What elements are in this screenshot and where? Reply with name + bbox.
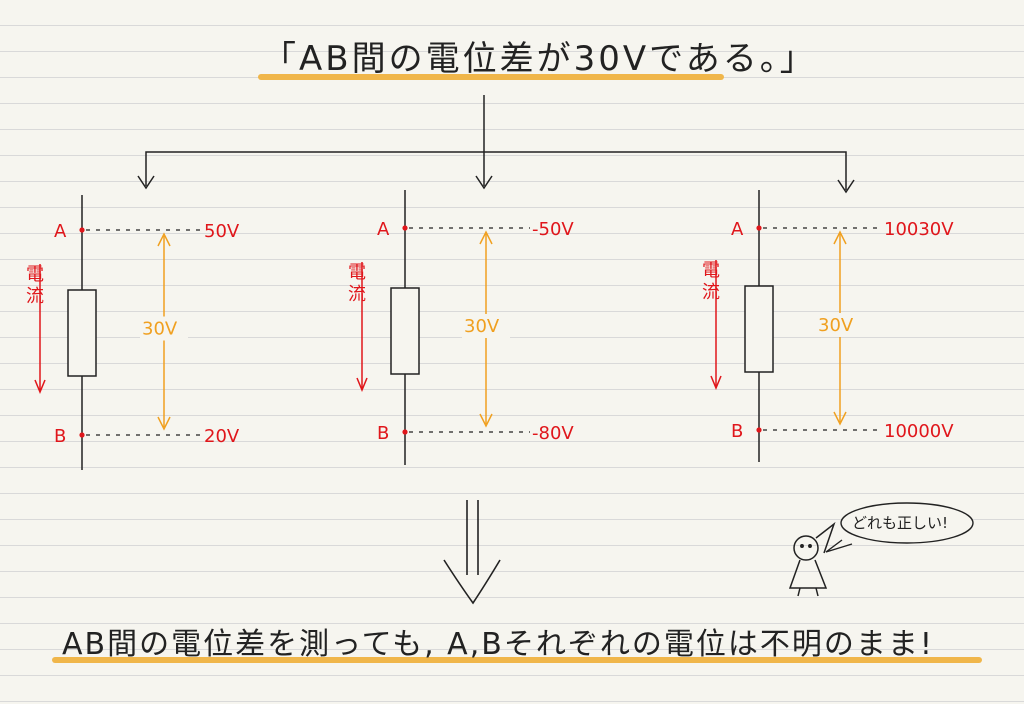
current-arrowhead (356, 377, 368, 392)
label-b: B (731, 421, 743, 442)
current-label: 電 (702, 260, 720, 281)
stick-figure (788, 521, 836, 597)
conclusion-text: AB間の電位差を測っても, A,Bそれぞれの電位は不明のまま! (62, 627, 934, 662)
label-a: A (731, 219, 744, 240)
conclusion-arrow (443, 500, 501, 605)
point-a-dot (402, 225, 408, 231)
current-label: 流 (348, 284, 366, 305)
label-b: B (54, 426, 66, 447)
difference-label-bg (140, 316, 188, 341)
resistor (744, 285, 774, 373)
label-b: B (377, 423, 389, 444)
difference-label-bg (462, 314, 510, 338)
potential-a: -50V (532, 219, 574, 240)
difference-arrowhead-down (833, 411, 847, 426)
point-b-dot (402, 429, 408, 435)
title-highlight (258, 74, 724, 80)
point-b-dot (79, 432, 85, 438)
potential-b: 20V (204, 426, 240, 447)
resistor (67, 289, 97, 377)
resistor (390, 287, 420, 375)
potential-b: 10000V (884, 421, 954, 442)
potential-a: 50V (204, 221, 240, 242)
speech-bubble: どれも正しい! (825, 502, 974, 553)
circuit-case-1: A B 50V 20V 電流 30V (26, 195, 240, 470)
current-label: 流 (702, 282, 720, 303)
current-label: 流 (26, 286, 44, 307)
point-b-dot (756, 427, 762, 433)
difference-label: 30V (464, 316, 500, 337)
difference-arrowhead-up (833, 230, 847, 245)
branch-arrows (137, 95, 855, 194)
difference-arrowhead-up (157, 232, 171, 247)
point-a-dot (79, 227, 85, 233)
circuit-case-3: A B 10030V 10000V 電流 30V (702, 190, 954, 462)
current-arrowhead (710, 375, 722, 390)
point-a-dot (756, 225, 762, 231)
conclusion-highlight (52, 657, 982, 663)
current-arrowhead (34, 379, 46, 394)
difference-label: 30V (142, 319, 178, 340)
difference-label-bg (816, 313, 864, 337)
difference-arrowhead-down (479, 413, 493, 428)
circuit-case-2: A B -50V -80V 電流 30V (348, 190, 574, 465)
difference-arrowhead-up (479, 230, 493, 245)
page-title: 「AB間の電位差が30Vである。」 (262, 39, 817, 79)
current-label: 電 (348, 262, 366, 283)
difference-arrowhead-down (157, 416, 171, 431)
circuit-cases: AB50V20V電流30VAB-50V-80V電流30VAB10030V1000… (26, 190, 954, 470)
potential-b: -80V (532, 423, 574, 444)
speech-bubble-text: どれも正しい! (852, 514, 948, 532)
label-a: A (377, 219, 390, 240)
current-label: 電 (26, 264, 44, 285)
potential-a: 10030V (884, 219, 954, 240)
label-a: A (54, 221, 67, 242)
difference-label: 30V (818, 315, 854, 336)
